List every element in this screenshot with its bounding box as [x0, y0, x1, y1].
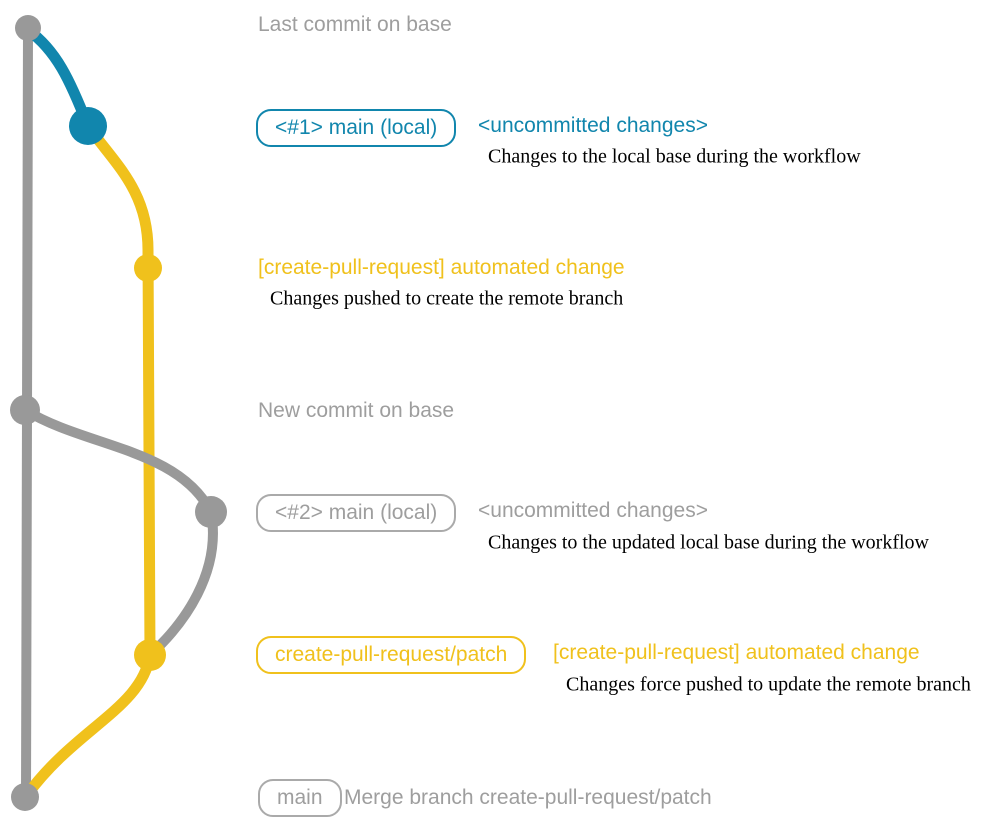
commit-dot-automated-change-1 — [134, 254, 162, 282]
commit-dot-last-base — [15, 15, 41, 41]
patch-branch-line — [82, 120, 156, 661]
merge-curve — [21, 649, 156, 801]
rebase-in-curve — [145, 507, 218, 660]
commit-dot-merge — [11, 783, 39, 811]
commit-dot-main-local-2 — [195, 496, 227, 528]
branch-badge-main: main — [258, 779, 342, 817]
note-uncommitted-changes-2: <uncommitted changes> — [478, 499, 708, 522]
caption-merge-branch: Merge branch create-pull-request/patch — [344, 786, 712, 809]
commit-dot-main-local-1 — [69, 107, 107, 145]
commit-dot-new-base — [10, 395, 40, 425]
branch-badge-main-local-2: <#2> main (local) — [256, 494, 457, 532]
branch-badge-main-local-1: <#1> main (local) — [256, 109, 457, 147]
detail-updated-local-base-changes: Changes to the updated local base during… — [488, 531, 929, 554]
branch-badge-create-pull-request-patch: create-pull-request/patch — [256, 636, 527, 674]
commit-message-automated-change-1: [create-pull-request] automated change — [258, 256, 625, 279]
commit-dot-automated-change-2 — [134, 639, 166, 671]
detail-pushed-to-create: Changes pushed to create the remote bran… — [270, 287, 624, 310]
commit-message-automated-change-2: [create-pull-request] automated change — [553, 641, 920, 664]
detail-local-base-changes: Changes to the local base during the wor… — [488, 145, 861, 168]
note-uncommitted-changes-1: <uncommitted changes> — [478, 114, 708, 137]
rebase-out-curve — [20, 405, 216, 517]
caption-last-commit-on-base: Last commit on base — [258, 13, 452, 36]
detail-force-pushed-to-update: Changes force pushed to update the remot… — [566, 673, 971, 696]
caption-new-commit-on-base: New commit on base — [258, 399, 455, 422]
